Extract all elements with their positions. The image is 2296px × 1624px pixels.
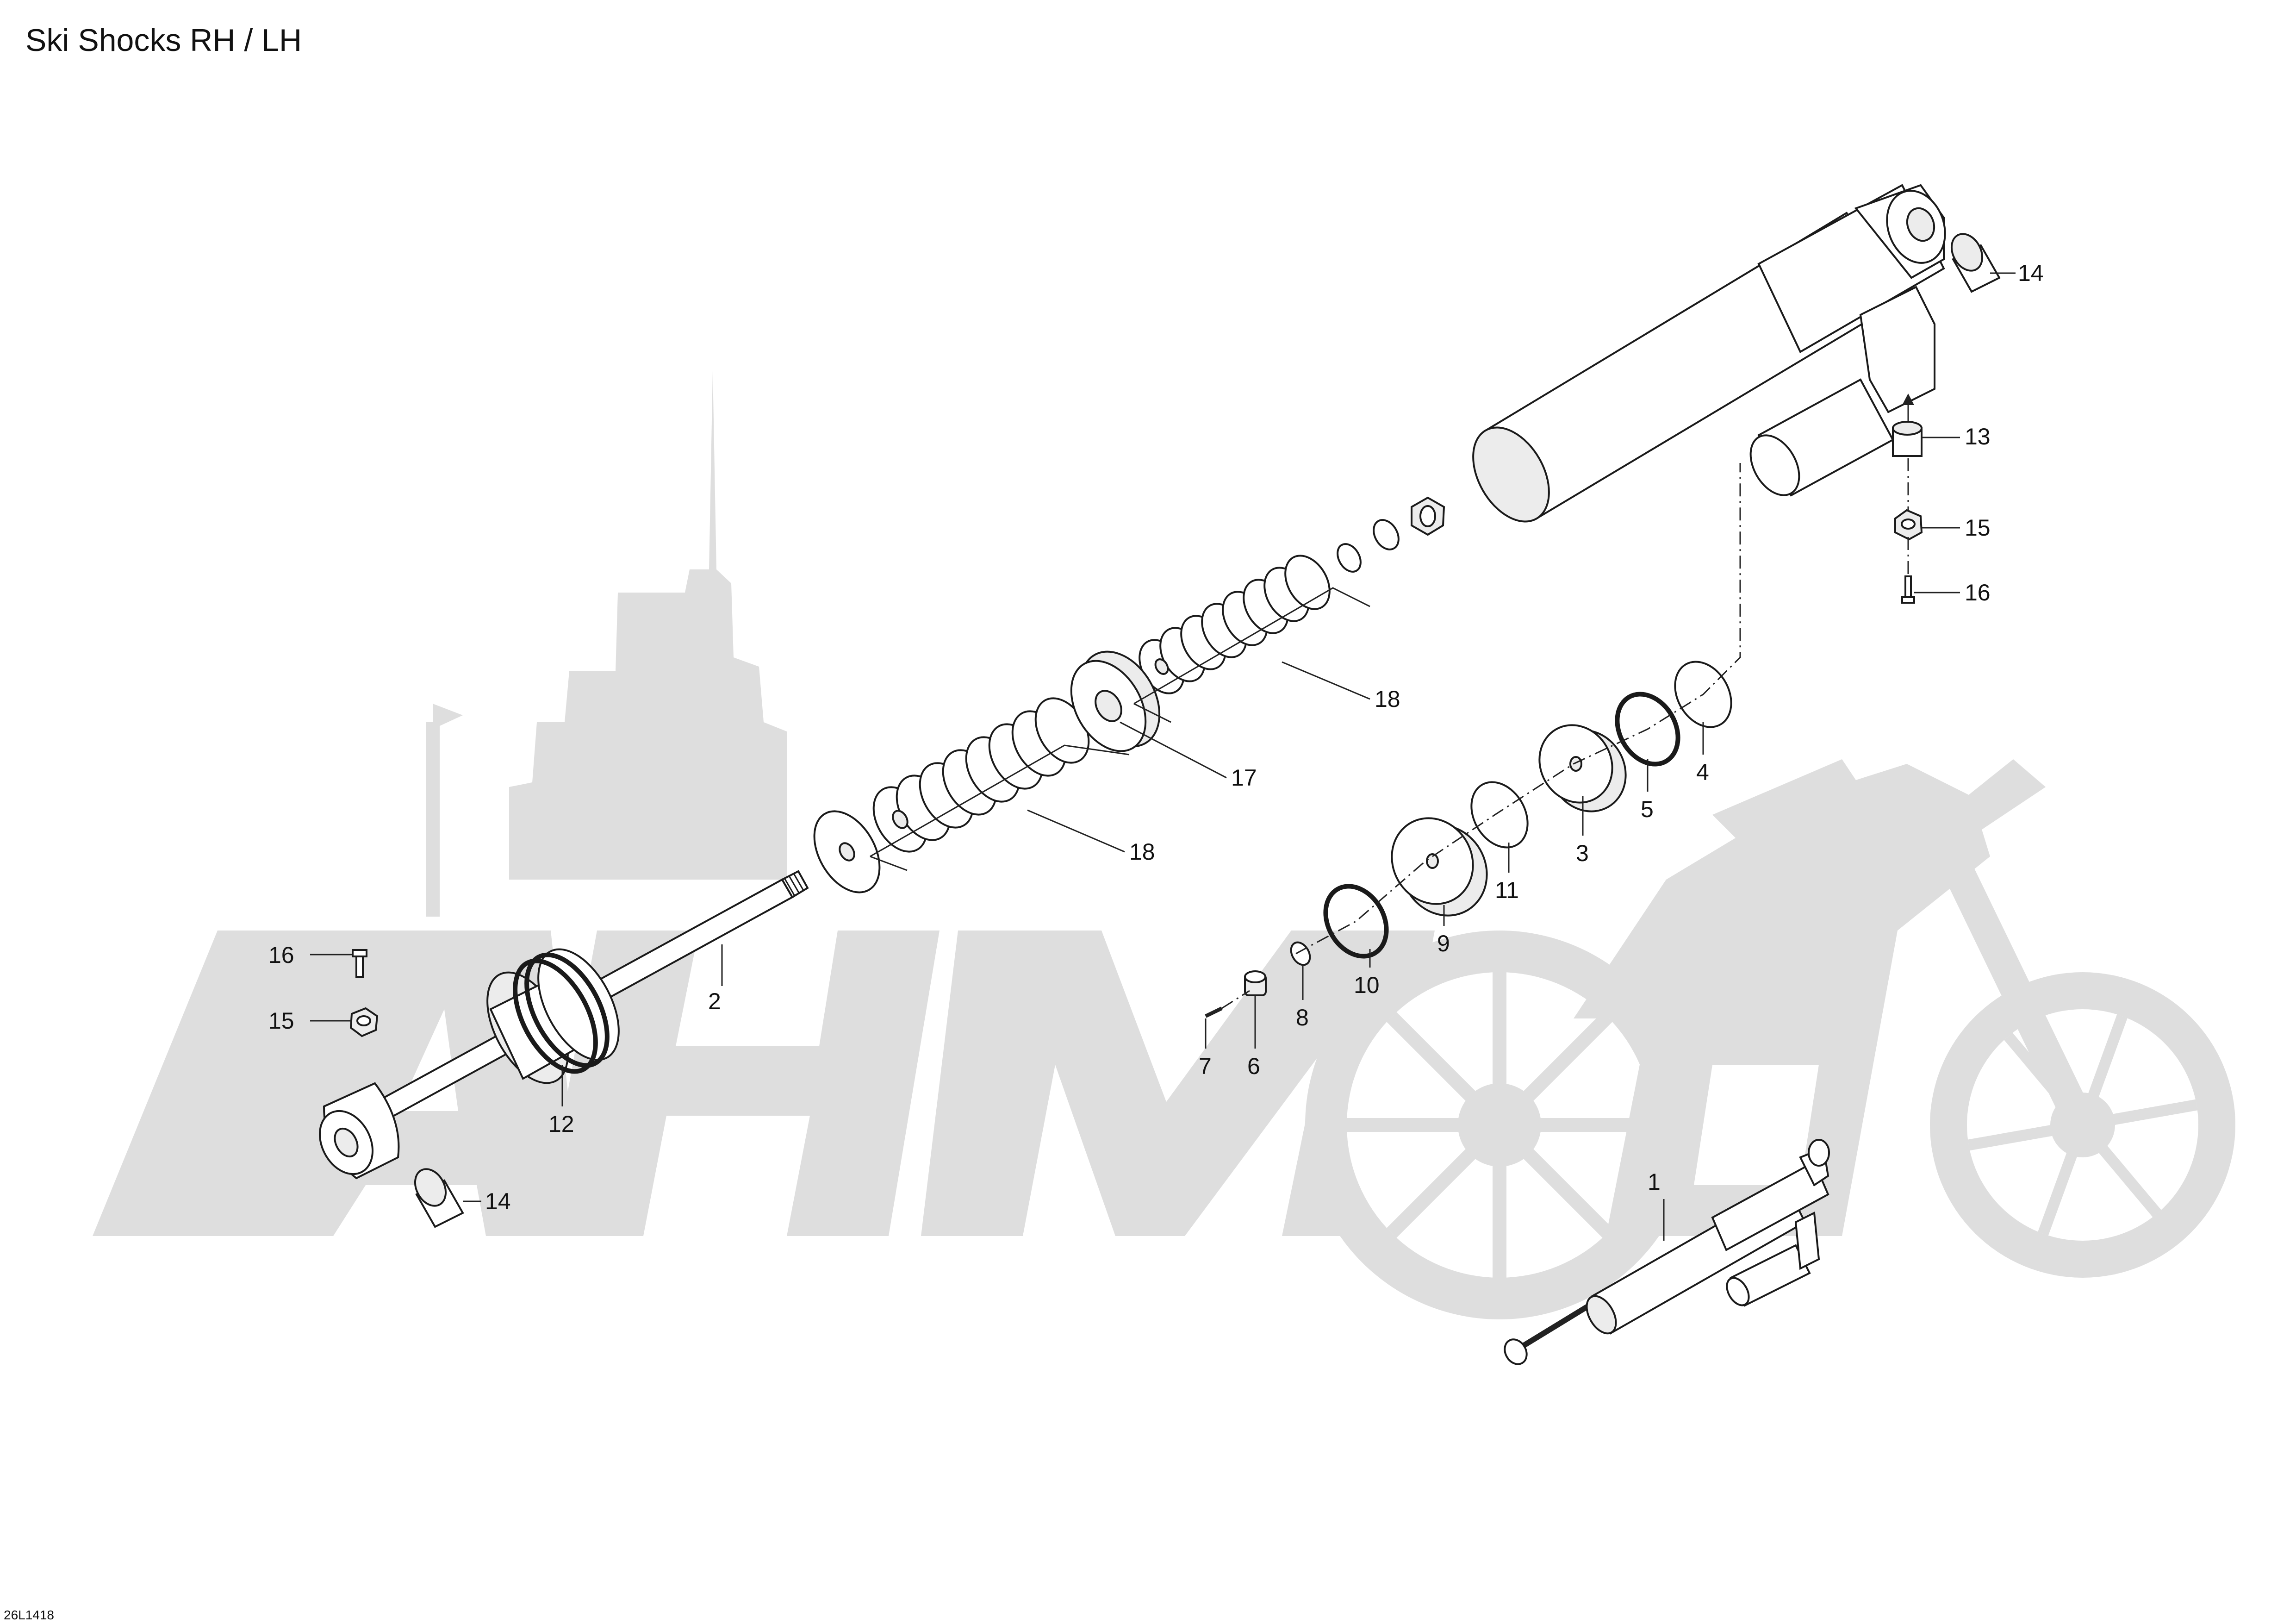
callout-17: 17 [1231, 765, 1257, 791]
part-15-nut-right [1894, 509, 1923, 541]
callout-5: 5 [1641, 796, 1654, 822]
watermark-logo [93, 370, 2235, 1319]
callout-14-upper: 14 [2018, 260, 2044, 286]
callout-15-left: 15 [268, 1008, 294, 1034]
diagram-title: Ski Shocks RH / LH [25, 23, 302, 58]
part-18-spring-stack-upper [1139, 555, 1331, 694]
leader-lines [310, 272, 2016, 1241]
callout-13: 13 [1965, 424, 1991, 450]
callout-11: 11 [1495, 877, 1519, 903]
callout-16-right: 16 [1965, 580, 1991, 606]
callout-10: 10 [1354, 972, 1380, 998]
shock-body [1472, 184, 1946, 523]
callout-7: 7 [1199, 1053, 1212, 1079]
part-15-nut-left [349, 1007, 379, 1037]
part-16-screw-left [352, 949, 367, 978]
callout-9: 9 [1437, 931, 1450, 956]
callout-16-left: 16 [268, 942, 294, 968]
part-12-seal-carrier [486, 948, 620, 1084]
callouts: 1 2 3 4 5 6 7 8 9 10 11 12 13 14 14 15 1… [268, 260, 2044, 1214]
callout-18-lower: 18 [1129, 839, 1155, 865]
part-18-spring-stack-lower [872, 697, 1090, 853]
part-17-spacer [1070, 650, 1161, 752]
part-5-ring [1615, 692, 1680, 767]
callout-4: 4 [1696, 759, 1709, 785]
illustration-code: 26L1418 [4, 1608, 54, 1622]
part-14-bushing-upper [1950, 233, 2001, 293]
callout-12: 12 [548, 1111, 574, 1137]
part-11-shim [1470, 781, 1529, 849]
part-10-ring [1323, 884, 1389, 959]
callout-18-upper: 18 [1375, 686, 1400, 712]
callout-2: 2 [708, 988, 721, 1014]
callout-14-lower: 14 [485, 1188, 511, 1214]
small-washers [1337, 496, 1445, 573]
washer-large [813, 810, 881, 893]
callout-6: 6 [1247, 1053, 1260, 1079]
callout-15-right: 15 [1965, 515, 1991, 541]
part-3-piston-cap [1538, 724, 1627, 812]
part-9-piston [1391, 817, 1488, 917]
part-13-spacer [1892, 421, 1923, 457]
callout-1: 1 [1648, 1169, 1661, 1195]
callout-3: 3 [1576, 840, 1589, 866]
part-7-screw [1205, 1006, 1223, 1018]
part-16-screw-right [1901, 575, 1915, 604]
part-14-bushing-lower [414, 1168, 464, 1228]
part-1-shock-assembly [1504, 1139, 1830, 1365]
callout-8: 8 [1296, 1005, 1309, 1031]
